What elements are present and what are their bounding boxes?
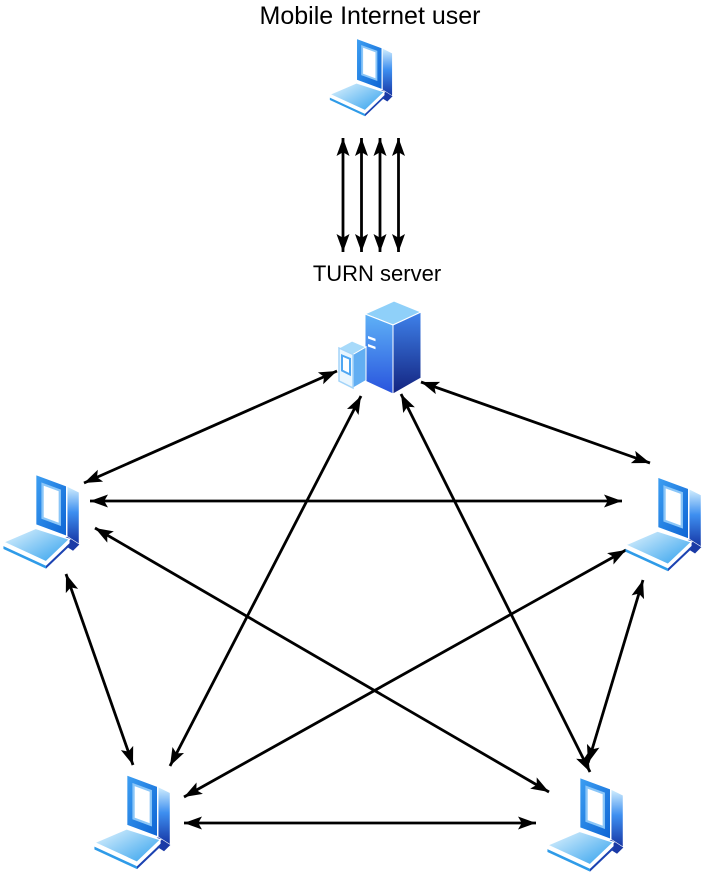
mobile-user-label: Mobile Internet user — [260, 2, 481, 30]
edge-peer-left-peer-bottom-left — [64, 573, 135, 766]
edge-turn-peer-right — [420, 380, 651, 465]
laptop-icon — [546, 776, 625, 873]
node-mobile-internet-user — [328, 37, 394, 118]
laptop-icon — [328, 37, 394, 118]
node-peer-left — [2, 473, 81, 570]
node-peer-right — [624, 475, 703, 573]
node-turn-server — [338, 300, 422, 395]
edge-peer-right-peer-bottom-left — [183, 548, 627, 799]
laptop-icon — [93, 773, 172, 871]
edge-peer-left-peer-bottom-right — [94, 526, 550, 794]
server-icon — [338, 300, 422, 395]
node-peer-bottom-right — [546, 776, 625, 873]
node-peer-bottom-left — [93, 773, 172, 871]
edge-turn-peer-left — [83, 369, 338, 485]
turn-server-label: TURN server — [313, 261, 441, 286]
edge-peer-right-peer-bottom-right — [586, 579, 645, 764]
edge-turn-peer-bottom-left — [168, 395, 363, 767]
laptop-icon — [624, 475, 703, 573]
relay-arrows-group — [336, 138, 405, 252]
laptop-icon — [2, 473, 81, 570]
mesh-edges-group — [64, 369, 651, 830]
edge-turn-peer-bottom-right — [399, 393, 592, 773]
